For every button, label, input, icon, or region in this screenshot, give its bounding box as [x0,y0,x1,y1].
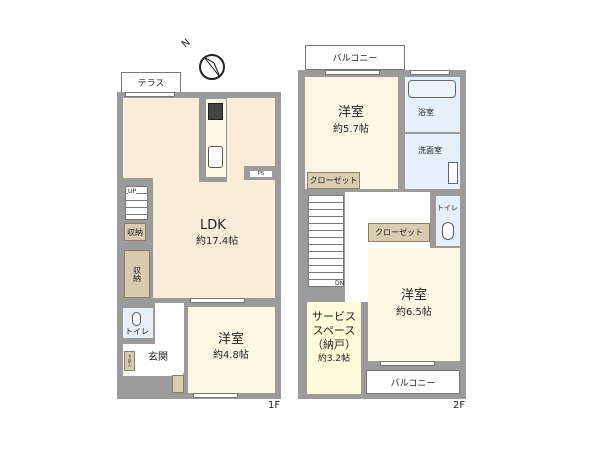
western-room-1f-name: 洋室 [218,332,245,347]
service-space-name-line1: サービス [312,310,356,323]
closet-2f-a-label: クローゼット [309,176,358,185]
entrance-label: 玄関 [148,352,168,363]
storage-2-label: 収納 [132,266,142,282]
service-space [307,302,361,394]
ldk-name: LDK [200,218,226,233]
toilet-bowl-icon [442,222,454,240]
kitchen-wall [199,98,205,180]
toilet-bowl-icon [132,312,141,326]
bathroom-label: 浴室 [418,108,434,117]
sink-icon [208,146,223,168]
window [325,70,380,75]
small-closet-1f [172,375,184,393]
service-space-name-line2: スペース [312,323,356,337]
storage-2: 収納 [124,250,150,298]
western-room-2f-b [368,248,460,361]
floor2-label: 2F [453,400,466,411]
balcony-bottom-label: バルコニー [390,378,436,389]
stairs-down-label: DN [335,280,345,287]
western-room-2f-a-size: 約5.7帖 [333,124,369,135]
window [193,393,238,398]
kitchen-bottom-wall [199,177,227,182]
stove-icon [208,103,223,120]
ldk-size: 約17.4帖 [196,236,239,247]
balcony-top-label: バルコニー [332,54,378,64]
closet-2f-b: クローゼット [368,223,430,242]
toilet-1f-label: トイレ [125,327,149,336]
storage-1: 収納 [124,223,146,241]
bathtub-icon [408,80,456,98]
window [380,361,435,366]
closet-2f-a: クローゼット [307,172,360,189]
shoe-closet-label: 下足入 [127,355,133,367]
window [125,92,175,97]
service-space-name: サービス スペース （納戸） 約3.2帖 [307,310,361,366]
western-room-2f-a [305,77,398,189]
terrace: テラス [121,72,181,93]
western-room-2f-a-name: 洋室 [338,105,365,120]
service-space-size: 約3.2帖 [317,354,351,365]
storage-1-label: 収納 [127,227,143,237]
window [190,298,245,303]
window [410,70,450,75]
western-room-1f [188,307,275,393]
balcony-top: バルコニー [305,45,405,70]
stairs-up-label: UP [128,188,137,196]
western-room-1f-size: 約4.8帖 [213,350,249,361]
ps-label-box: PS [250,171,272,177]
washbasin-icon [448,162,458,184]
service-space-name-line3: （納戸） [312,337,356,351]
toilet-2f-label: トイレ [437,204,458,212]
western-room-2f-b-name: 洋室 [401,288,428,303]
terrace-label: テラス [137,79,165,89]
western-room-2f-b-size: 約6.5帖 [396,307,432,318]
washroom-label: 洗面室 [418,146,442,155]
floor1-label: 1F [268,400,281,411]
shoe-closet: 下足入 [124,351,135,371]
stairs-2f [308,195,344,287]
compass-icon [190,45,230,85]
ps-label: PS [257,171,265,177]
closet-2f-b-label: クローゼット [375,228,423,237]
balcony-bottom: バルコニー [366,370,460,394]
